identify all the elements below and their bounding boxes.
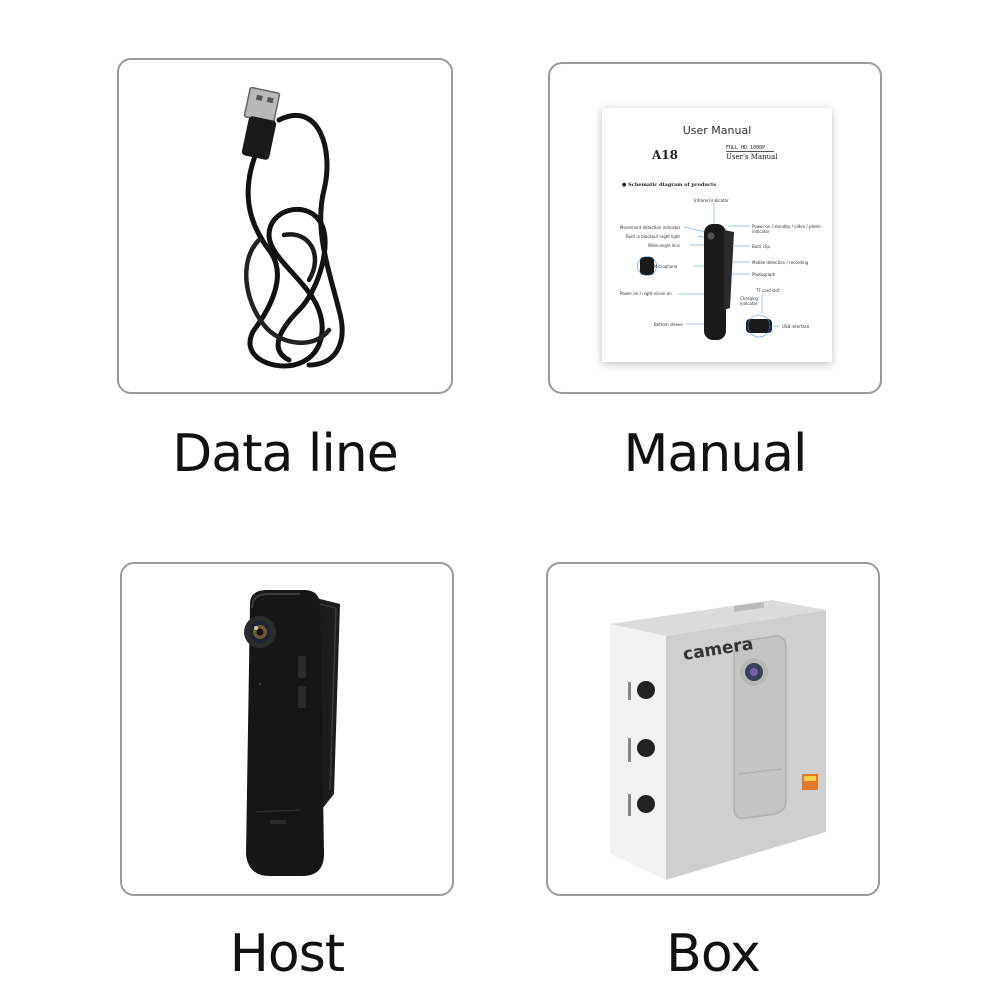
- label-infrared: Infrared indicator: [694, 198, 729, 203]
- host-card: [120, 562, 454, 896]
- label-mobile-detection: Mobile detection / recording: [752, 260, 809, 265]
- label-charging-text: Charging indicator: [740, 296, 759, 306]
- usb-cable-image: [241, 86, 345, 369]
- manual-diagram: [637, 203, 780, 340]
- label-power-standby: Power on / standby / video / photo indic…: [752, 224, 822, 234]
- label-power-night: Power on / night vision on: [620, 291, 672, 296]
- caption-manual: Manual: [623, 424, 808, 484]
- caption-data-line: Data line: [172, 424, 399, 484]
- label-blackout: Built in blackout night light: [626, 234, 680, 239]
- label-microphone: Microphone: [654, 264, 678, 269]
- label-movement: Movement detection indicator: [620, 225, 681, 230]
- camera-host-image: [244, 590, 340, 876]
- data-line-card: [117, 58, 453, 394]
- label-bottom-sleeve: Bottom sleeve: [654, 322, 683, 327]
- manual-section: ● Schematic diagram of products: [622, 182, 717, 188]
- label-tf-card: TF card slot: [756, 288, 780, 293]
- label-photograph: Photograph: [752, 272, 776, 277]
- manual-section-text: Schematic diagram of products: [628, 182, 717, 188]
- caption-host: Host: [229, 924, 345, 984]
- manual-model: A18: [652, 148, 679, 162]
- label-usb: USB interface: [782, 324, 810, 329]
- label-back-clip: Back clip: [752, 244, 770, 249]
- label-charging: Charging indicator: [740, 296, 766, 306]
- manual-title: User Manual: [682, 124, 752, 137]
- manual-card: User Manual A18 FULL HD 1080P User's Man…: [548, 62, 882, 394]
- caption-box: Box: [666, 924, 761, 984]
- camera-box-image: camera: [610, 600, 826, 880]
- label-wide-angle: Wide-angle lens: [648, 243, 680, 248]
- manual-hd-text: FULL HD 1080P: [726, 145, 766, 151]
- manual-divider: [726, 151, 774, 152]
- manual-subtitle: User's Manual: [726, 153, 778, 161]
- label-power-standby-text: Power on / standby / video / photo indic…: [752, 224, 821, 234]
- box-card: camera: [546, 562, 880, 896]
- manual-sheet: User Manual A18 FULL HD 1080P User's Man…: [602, 108, 832, 362]
